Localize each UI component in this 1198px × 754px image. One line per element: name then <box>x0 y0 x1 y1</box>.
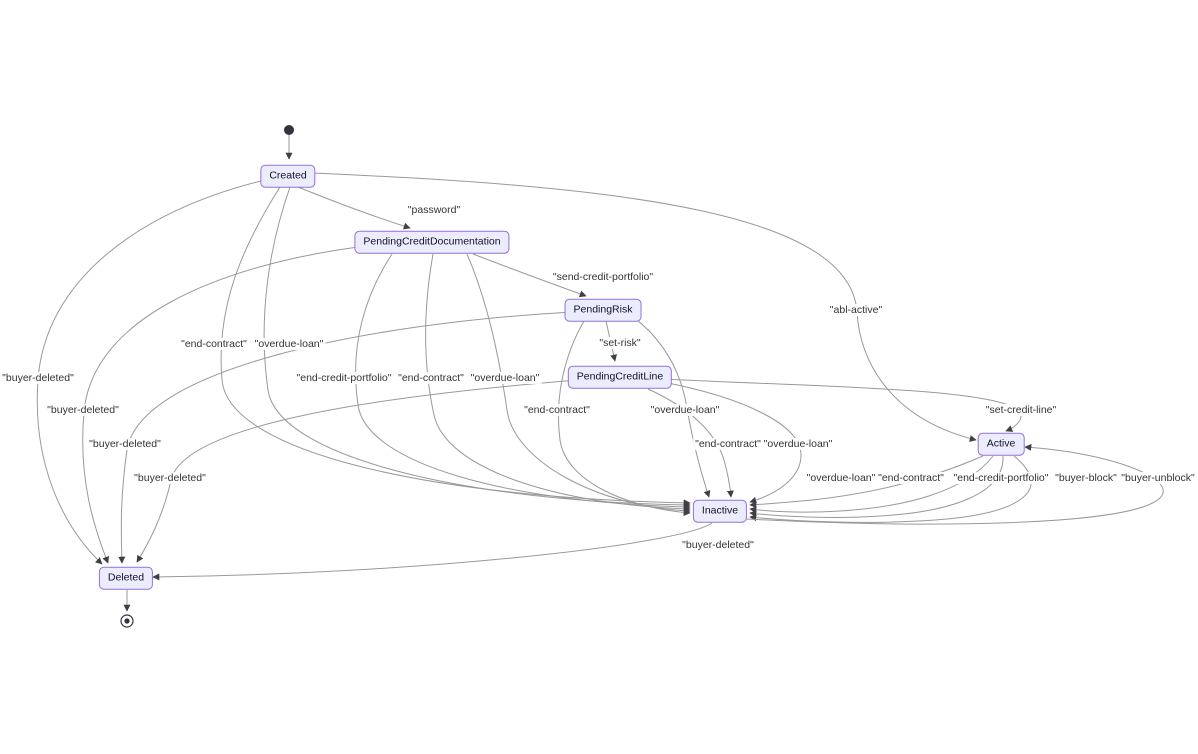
state-node-deleted: Deleted <box>98 566 154 590</box>
edge-label-inactive-buyer-deleted: "buyer-deleted" <box>680 539 756 551</box>
state-label-created: Created <box>269 169 307 182</box>
edge-label-active-end-credit-portfolio: "end-credit-portfolio" <box>951 472 1051 484</box>
state-node-pending-credit-documentation: PendingCreditDocumentation <box>354 230 510 254</box>
edge-pendingcreditdocumentation-pendingrisk-path <box>472 253 587 298</box>
edge-label-send-credit-portfolio: "send-credit-portfolio" <box>550 271 656 283</box>
edge-active-inactive-endcreditportfolio-path <box>749 455 1004 518</box>
state-label-inactive: Inactive <box>701 504 739 517</box>
edge-active-inactive-buyerblock-path <box>749 455 1032 523</box>
edge-label-pcd-buyer-deleted: "buyer-deleted" <box>45 404 121 416</box>
edge-created-inactive-overdueloan-path <box>263 186 691 509</box>
edge-pendingcreditdocumentation-inactive-endcontract-path <box>425 253 691 513</box>
edge-label-abl-active: "abl-active" <box>827 304 885 316</box>
state-label-active: Active <box>986 437 1016 450</box>
state-node-created: Created <box>260 164 316 188</box>
state-label-pending-risk: PendingRisk <box>573 303 633 316</box>
edge-pendingrisk-inactive-endcontract-path <box>557 320 691 516</box>
edge-label-password: "password" <box>405 204 463 216</box>
edge-pendingrisk-deleted-path <box>118 311 574 564</box>
edge-label-pcd-end-contract: "end-contract" <box>396 372 466 384</box>
edge-label-active-overdue-loan: "overdue-loan" <box>804 472 878 484</box>
edge-label-pcl-buyer-deleted: "buyer-deleted" <box>132 472 208 484</box>
state-node-inactive: Inactive <box>692 499 748 523</box>
initial-state-dot <box>284 125 294 135</box>
final-state-icon <box>120 614 134 628</box>
edge-label-pcl-overdue-loan: "overdue-loan" <box>761 438 835 450</box>
edge-created-deleted-path <box>36 179 266 565</box>
edge-pendingcreditdocumentation-deleted-path <box>82 245 367 564</box>
edge-inactive-deleted-path <box>152 522 713 581</box>
edge-label-created-buyer-deleted: "buyer-deleted" <box>0 372 76 384</box>
edge-label-pcd-overdue-loan: "overdue-loan" <box>468 372 542 384</box>
state-label-pending-credit-line: PendingCreditLine <box>576 370 664 383</box>
state-node-pending-risk: PendingRisk <box>564 298 642 322</box>
edge-label-set-credit-line: "set-credit-line" <box>983 404 1059 416</box>
edge-inactive-active-buyerunblock-path <box>745 443 1164 525</box>
edge-label-pcd-end-credit-portfolio: "end-credit-portfolio" <box>294 372 394 384</box>
edge-label-set-risk: "set-risk" <box>597 337 643 349</box>
edge-label-buyer-block: "buyer-block" <box>1053 472 1119 484</box>
edge-created-pendingcreditdocumentation-path <box>297 186 411 230</box>
edge-label-created-overdue-loan: "overdue-loan" <box>252 338 326 350</box>
edge-pendingcreditline-deleted-path <box>136 379 579 563</box>
edge-label-buyer-unblock: "buyer-unblock" <box>1119 472 1197 484</box>
state-label-pending-credit-documentation: PendingCreditDocumentation <box>363 235 501 248</box>
edge-pendingcreditdocumentation-inactive-endcreditportfolio-path <box>355 253 691 511</box>
state-node-active: Active <box>977 432 1025 456</box>
edge-label-created-end-contract: "end-contract" <box>179 338 249 350</box>
edge-label-pendingrisk-buyer-deleted: "buyer-deleted" <box>87 438 163 450</box>
state-label-deleted: Deleted <box>107 571 145 584</box>
edge-pendingcreditline-active-path <box>662 378 1022 432</box>
edge-label-pendingrisk-end-contract: "end-contract" <box>522 404 592 416</box>
state-node-pending-credit-line: PendingCreditLine <box>567 365 673 389</box>
edge-label-active-end-contract: "end-contract" <box>876 472 946 484</box>
edge-label-pcl-end-contract: "end-contract" <box>693 438 763 450</box>
edge-created-active-path <box>310 172 977 442</box>
edge-pendingcreditdocumentation-inactive-overdueloan-path <box>466 253 691 515</box>
edge-label-pendingrisk-overdue-loan: "overdue-loan" <box>648 404 722 416</box>
